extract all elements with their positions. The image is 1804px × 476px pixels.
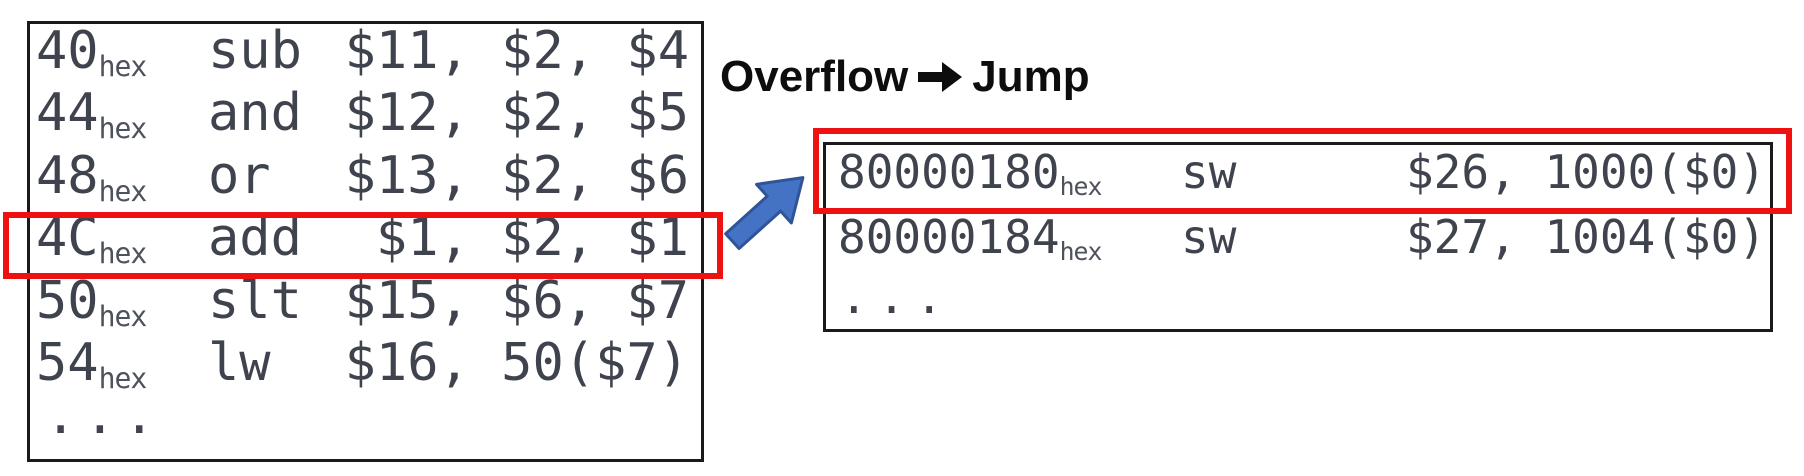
address-value: 80000184 [838, 210, 1060, 264]
jump-label: Jump [972, 52, 1090, 101]
instruction-address: 80000180hex [838, 149, 1102, 199]
instruction-operands: $11, $2, $4 [344, 21, 689, 81]
instruction-mnemonic: or [208, 146, 271, 206]
instruction-mnemonic: and [208, 83, 302, 143]
instruction-mnemonic: sw [1181, 145, 1237, 199]
ellipsis: ... [840, 270, 954, 324]
instruction-operands: $15, $6, $7 [344, 271, 689, 331]
instruction-row: 44hex and $12, $2, $5 [30, 87, 701, 147]
ellipsis: ... [45, 386, 163, 446]
hex-subscript: hex [98, 300, 148, 334]
program-instructions-box: 40hex sub $11, $2, $4 44hex and $12, $2,… [27, 21, 704, 462]
address-value: 40 [36, 21, 99, 81]
instruction-row: 50hex slt $15, $6, $7 [30, 275, 701, 335]
address-value: 54 [36, 333, 99, 393]
instruction-row: 48hex or $13, $2, $6 [30, 150, 701, 210]
handler-row: 80000180hex sw $26, 1000($0) [826, 149, 1770, 209]
instruction-mnemonic: sw [1181, 210, 1237, 264]
instruction-mnemonic: lw [208, 333, 271, 393]
highlight-frame-handler-entry [813, 128, 1792, 214]
address-value: 4C [36, 208, 99, 268]
instruction-address: 48hex [36, 150, 147, 206]
hex-subscript: hex [98, 175, 148, 209]
hex-subscript: hex [98, 112, 148, 146]
hex-subscript: hex [98, 50, 148, 84]
right-arrow-icon [918, 62, 963, 92]
instruction-operands: $26, 1000($0) [1405, 145, 1766, 199]
hex-subscript: hex [1059, 172, 1103, 202]
instruction-address: 80000184hex [838, 214, 1102, 264]
instruction-address: 50hex [36, 275, 147, 331]
instruction-operands: $16, 50($7) [344, 333, 689, 393]
instruction-operands: $12, $2, $5 [344, 83, 689, 143]
address-value: 44 [36, 83, 99, 143]
address-value: 50 [36, 271, 99, 331]
instruction-row-overflowing-add: 4Chex add $1, $2, $1 [30, 212, 701, 272]
instruction-mnemonic: slt [208, 271, 302, 331]
instruction-row: 40hex sub $11, $2, $4 [30, 25, 701, 85]
hex-subscript: hex [98, 362, 148, 396]
address-value: 48 [36, 146, 99, 206]
instruction-address: 54hex [36, 337, 147, 393]
address-value: 80000180 [838, 145, 1060, 199]
jump-arrow-icon [724, 176, 805, 251]
hex-subscript: hex [1059, 237, 1103, 267]
instruction-mnemonic: add [208, 208, 302, 268]
overflow-label: Overflow [720, 52, 909, 101]
instruction-address: 4Chex [36, 212, 147, 268]
instruction-operands: $27, 1004($0) [1405, 210, 1766, 264]
exception-handler-box: 80000180hex sw $26, 1000($0) 80000184hex… [823, 142, 1773, 332]
handler-row: 80000184hex sw $27, 1004($0) [826, 214, 1770, 274]
instruction-operands: $1, $2, $1 [375, 208, 689, 268]
instruction-address: 44hex [36, 87, 147, 143]
instruction-mnemonic: sub [208, 21, 302, 81]
instruction-row: 54hex lw $16, 50($7) [30, 337, 701, 397]
hex-subscript: hex [98, 237, 148, 271]
instruction-operands: $13, $2, $6 [344, 146, 689, 206]
overflow-jump-caption: Overflow Jump [720, 52, 1090, 102]
highlight-frame-add-instruction [3, 212, 723, 279]
instruction-address: 40hex [36, 25, 147, 81]
